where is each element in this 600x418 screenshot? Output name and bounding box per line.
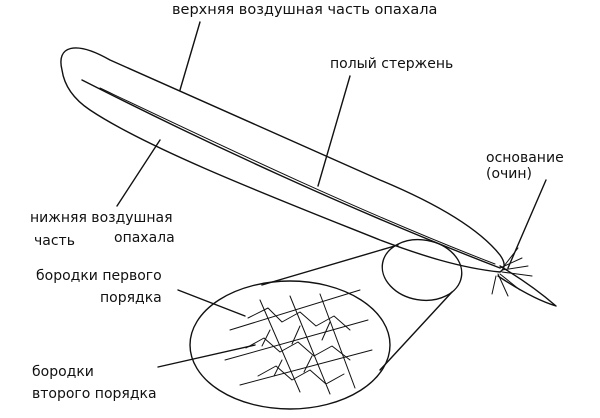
leader-hollow-shaft	[317, 75, 351, 187]
label-barbs-second-line1: бородки	[32, 364, 94, 380]
label-upper-vane: верхняя воздушная часть опахала	[172, 2, 438, 18]
label-lower-vane-line1: нижняя воздушная	[30, 210, 173, 226]
label-base-line2: (очин)	[486, 166, 533, 182]
shaft-inner-line	[99, 87, 496, 265]
label-barbs-first-line2: порядка	[100, 290, 162, 306]
leader-upper-vane	[179, 21, 201, 91]
label-lower-vane-line2b: опахала	[114, 230, 175, 246]
label-lower-vane-line2a: часть	[34, 233, 75, 249]
feather-outline	[60, 47, 505, 273]
label-hollow-shaft: полый стержень	[330, 56, 454, 72]
zoom-detail-circle	[189, 280, 391, 410]
zoom-line-top	[261, 244, 399, 286]
leader-barbs-second	[157, 344, 256, 368]
zoom-source-circle	[381, 238, 463, 302]
leader-lower-vane	[116, 139, 161, 207]
label-base-line1: основание	[486, 150, 564, 166]
label-barbs-first-line1: бородки первого	[36, 268, 162, 284]
label-barbs-second-line2: второго порядка	[32, 386, 157, 402]
zoom-line-bottom	[379, 291, 453, 371]
leader-base	[507, 179, 547, 269]
leader-barbs-first	[177, 289, 246, 317]
barbs-detail	[224, 289, 373, 395]
quill	[497, 265, 557, 307]
